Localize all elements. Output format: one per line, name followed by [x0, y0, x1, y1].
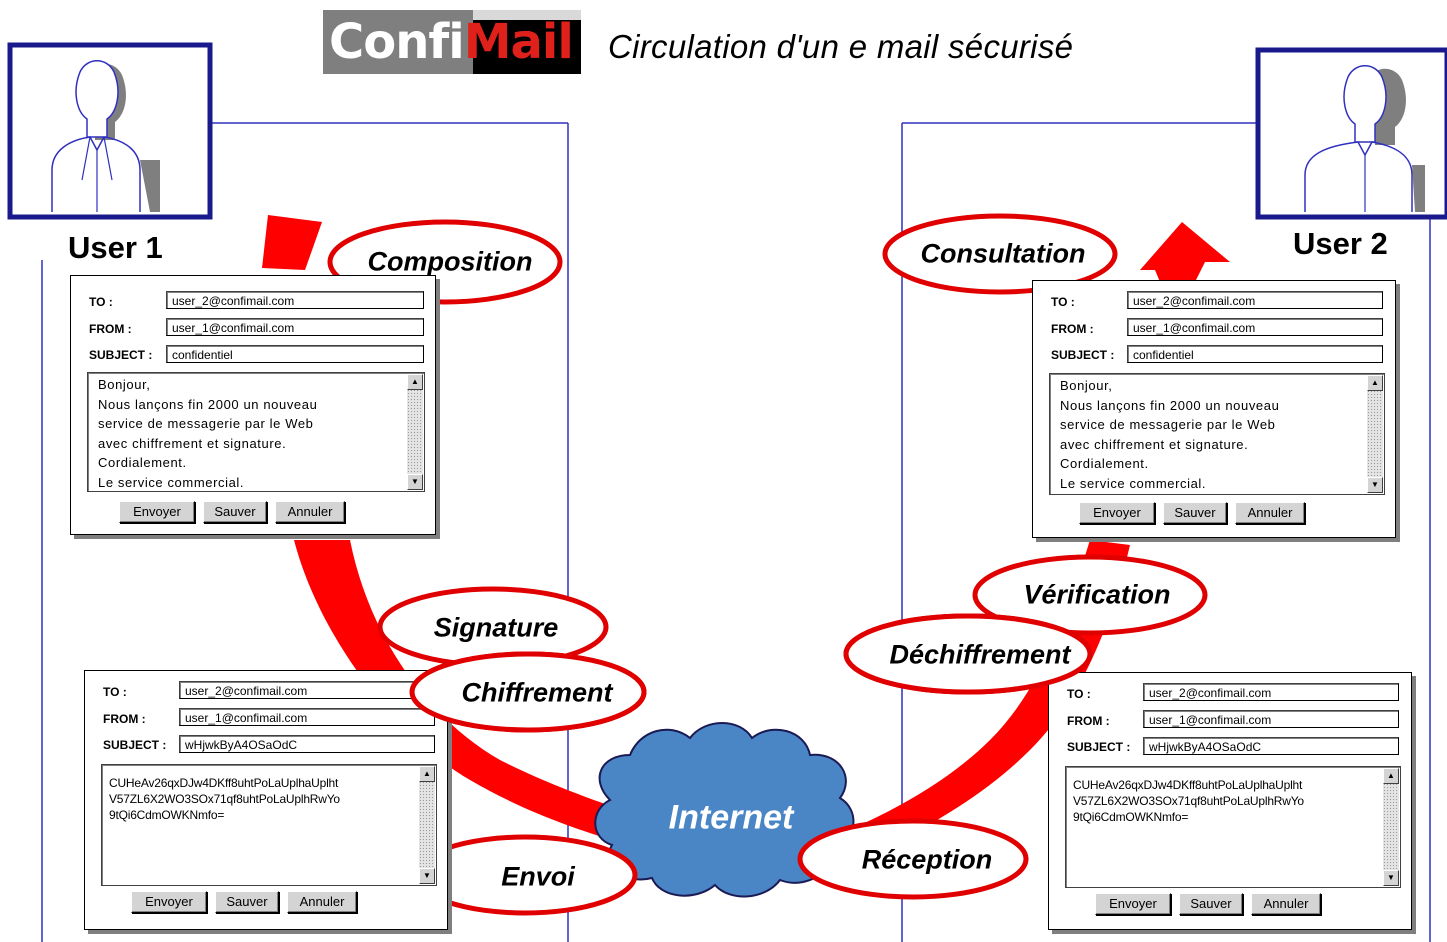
- from-field[interactable]: user_1@confimail.com: [179, 708, 435, 726]
- user-2-label: User 2: [1293, 226, 1388, 261]
- subject-label: SUBJECT :: [89, 348, 153, 362]
- from-label: FROM :: [1067, 714, 1110, 728]
- user-1-frame: [7, 42, 213, 220]
- subject-field[interactable]: wHjwkByA4OSaOdC: [179, 735, 435, 753]
- scroll-up-icon[interactable]: ▲: [1383, 768, 1399, 784]
- logo-part-mail: Mail: [463, 14, 574, 70]
- to-label: TO :: [103, 685, 127, 699]
- scroll-down-icon[interactable]: ▼: [1383, 870, 1399, 886]
- cipher-text: CUHeAv26qxDJw4DKff8uhtPoLaUplhaUplht V57…: [1073, 778, 1304, 824]
- flow-arrow-up-head: [1140, 222, 1230, 282]
- cipher-text: CUHeAv26qxDJw4DKff8uhtPoLaUplhaUplht V57…: [109, 776, 340, 822]
- scrollbar[interactable]: ▲ ▼: [1367, 375, 1383, 493]
- send-button[interactable]: Envoyer: [119, 501, 195, 523]
- internet-cloud: [594, 722, 855, 898]
- flow-arrow-left: [262, 215, 322, 270]
- scroll-down-icon[interactable]: ▼: [419, 868, 435, 884]
- scroll-down-icon[interactable]: ▼: [407, 474, 423, 490]
- from-label: FROM :: [1051, 322, 1094, 336]
- step-composition: Composition: [367, 246, 533, 277]
- scroll-down-icon[interactable]: ▼: [1367, 477, 1383, 493]
- message-body[interactable]: CUHeAv26qxDJw4DKff8uhtPoLaUplhaUplht V57…: [1065, 766, 1401, 888]
- message-body[interactable]: Bonjour, Nous lançons fin 2000 un nouvea…: [87, 372, 425, 492]
- subject-field[interactable]: wHjwkByA4OSaOdC: [1143, 737, 1399, 755]
- subject-label: SUBJECT :: [103, 738, 167, 752]
- to-label: TO :: [1067, 687, 1091, 701]
- internet-label: Internet: [668, 798, 794, 837]
- scrollbar[interactable]: ▲ ▼: [419, 766, 435, 884]
- send-button[interactable]: Envoyer: [1079, 502, 1155, 524]
- step-signature: Signature: [433, 612, 559, 643]
- from-label: FROM :: [89, 322, 132, 336]
- step-consultation: Consultation: [920, 238, 1086, 269]
- from-field[interactable]: user_1@confimail.com: [1127, 318, 1383, 336]
- cancel-button[interactable]: Annuler: [1235, 502, 1305, 524]
- encrypted-incoming-form: TO : user_2@confimail.com FROM : user_1@…: [1048, 672, 1412, 930]
- subject-label: SUBJECT :: [1051, 348, 1115, 362]
- subject-field[interactable]: confidentiel: [1127, 345, 1383, 363]
- scrollbar[interactable]: ▲ ▼: [1383, 768, 1399, 886]
- page-title: Circulation d'un e mail sécurisé: [608, 28, 1074, 65]
- save-button[interactable]: Sauver: [1179, 893, 1243, 915]
- message-text: Bonjour, Nous lançons fin 2000 un nouvea…: [98, 377, 318, 490]
- to-field[interactable]: user_2@confimail.com: [166, 291, 424, 309]
- step-dechiffrement: Déchiffrement: [889, 639, 1071, 670]
- step-chiffrement: Chiffrement: [461, 677, 613, 708]
- step-verification: Vérification: [1023, 579, 1171, 610]
- scrollbar[interactable]: ▲ ▼: [407, 374, 423, 490]
- cancel-button[interactable]: Annuler: [287, 891, 357, 913]
- subject-field[interactable]: confidentiel: [166, 345, 424, 363]
- save-button[interactable]: Sauver: [215, 891, 279, 913]
- send-button[interactable]: Envoyer: [131, 891, 207, 913]
- step-reception: Réception: [861, 844, 993, 875]
- scroll-up-icon[interactable]: ▲: [407, 374, 423, 390]
- message-body[interactable]: CUHeAv26qxDJw4DKff8uhtPoLaUplhaUplht V57…: [101, 764, 437, 886]
- compose-form: TO : user_2@confimail.com FROM : user_1@…: [70, 275, 436, 535]
- to-label: TO :: [89, 295, 113, 309]
- logo-part-confi: Confi: [329, 14, 465, 70]
- subject-label: SUBJECT :: [1067, 740, 1131, 754]
- to-field[interactable]: user_2@confimail.com: [1143, 683, 1399, 701]
- scroll-up-icon[interactable]: ▲: [419, 766, 435, 782]
- to-label: TO :: [1051, 295, 1075, 309]
- from-field[interactable]: user_1@confimail.com: [1143, 710, 1399, 728]
- read-form: TO : user_2@confimail.com FROM : user_1@…: [1032, 280, 1396, 538]
- confimail-logo: ConfiMail: [323, 10, 581, 74]
- save-button[interactable]: Sauver: [203, 501, 267, 523]
- scroll-up-icon[interactable]: ▲: [1367, 375, 1383, 391]
- encrypted-outgoing-form: TO : user_2@confimail.com FROM : user_1@…: [84, 670, 448, 930]
- to-field[interactable]: user_2@confimail.com: [1127, 291, 1383, 309]
- save-button[interactable]: Sauver: [1163, 502, 1227, 524]
- step-envoi: Envoi: [501, 861, 575, 892]
- user-1-label: User 1: [68, 230, 163, 265]
- from-field[interactable]: user_1@confimail.com: [166, 318, 424, 336]
- cancel-button[interactable]: Annuler: [275, 501, 345, 523]
- user-2-frame: [1255, 47, 1447, 220]
- to-field[interactable]: user_2@confimail.com: [179, 681, 435, 699]
- cancel-button[interactable]: Annuler: [1251, 893, 1321, 915]
- send-button[interactable]: Envoyer: [1095, 893, 1171, 915]
- message-body[interactable]: Bonjour, Nous lançons fin 2000 un nouvea…: [1049, 373, 1385, 495]
- message-text: Bonjour, Nous lançons fin 2000 un nouvea…: [1060, 378, 1280, 491]
- from-label: FROM :: [103, 712, 146, 726]
